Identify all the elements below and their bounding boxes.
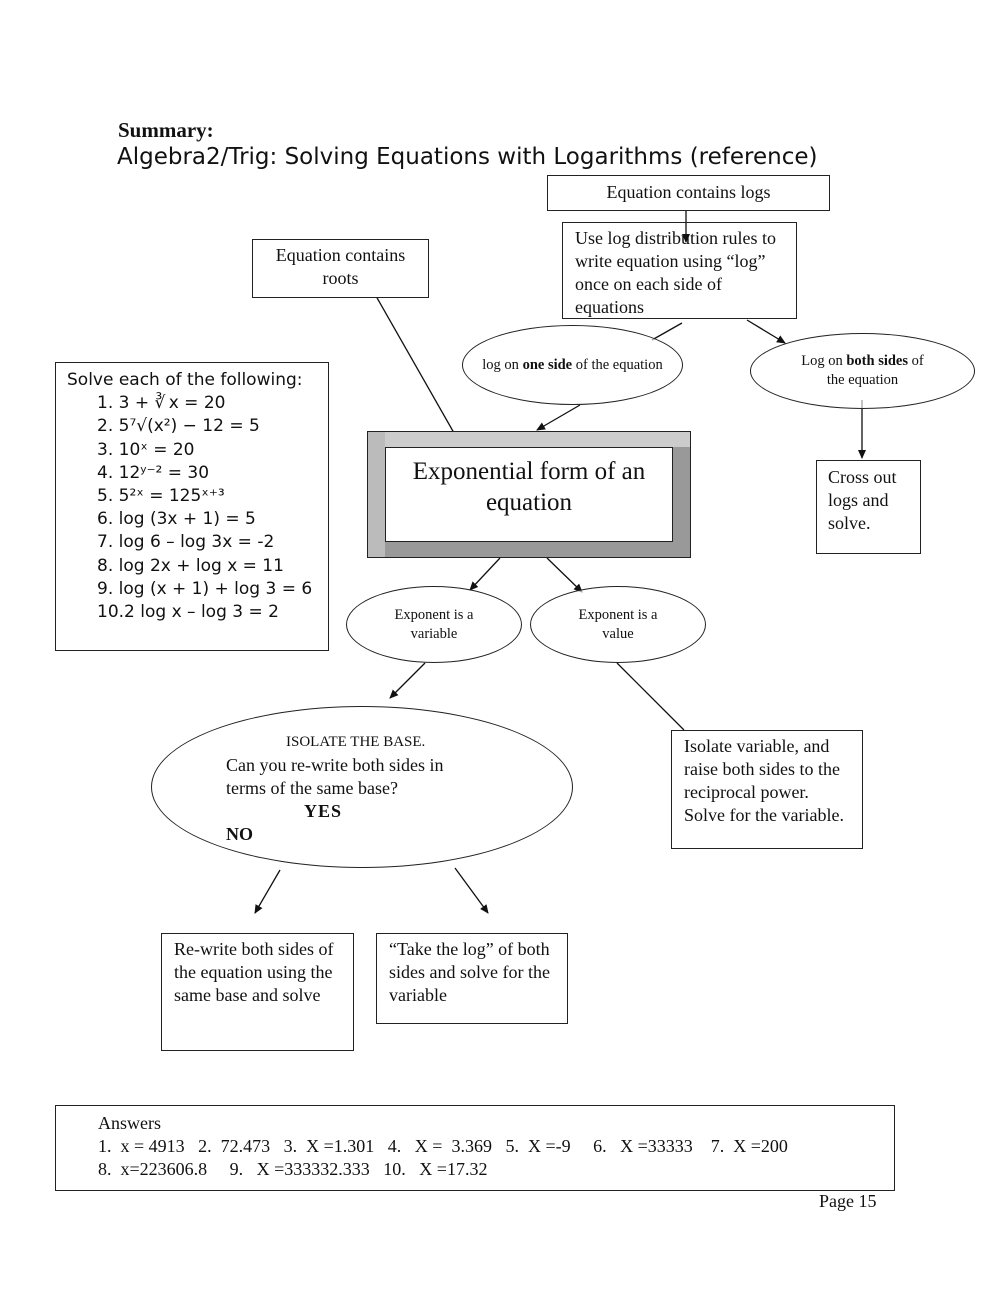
problem-item: 10.2 log x – log 3 = 2 (97, 602, 279, 623)
cross-out-logs-box: Cross out logs and solve. (816, 460, 921, 554)
problems-heading: Solve each of the following: (67, 370, 303, 390)
problem-item: 9. log (x + 1) + log 3 = 6 (97, 578, 313, 599)
problem-item: 1. 3 + ∛ x = 20 (97, 393, 226, 414)
arrow (389, 662, 426, 699)
take-the-log-box: “Take the log” of both sides and solve f… (376, 933, 568, 1024)
both-sides-bold: both sides (846, 353, 909, 369)
answers-line-2: 8. x=223606.8 9. X =333332.333 10. X =17… (98, 1159, 488, 1179)
equation-contains-roots-box: Equation contains roots (252, 239, 429, 298)
equation-contains-logs-box: Equation contains logs (547, 175, 830, 211)
problem-item: 2. 5⁷√(x²) − 12 = 5 (97, 416, 260, 437)
arrow (651, 322, 683, 341)
problem-item: 8. log 2x + log x = 11 (97, 555, 284, 576)
exponent-variable-ellipse: Exponent is a variable (346, 586, 522, 663)
both-sides-text-end: of the equation (826, 353, 924, 388)
rewrite-same-base-box: Re-write both sides of the equation usin… (161, 933, 354, 1051)
no-label: NO (226, 824, 253, 844)
arrow (454, 867, 489, 914)
log-both-sides-ellipse: Log on both sides of the equation (750, 333, 975, 409)
same-base-question: Can you re-write both sides in terms of … (226, 755, 444, 798)
answers-line-1: 1. x = 4913 2. 72.473 3. X =1.301 4. X =… (98, 1136, 788, 1156)
page-title: Algebra2/Trig: Solving Equations with Lo… (117, 144, 818, 170)
arrow (616, 662, 685, 731)
exponent-value-ellipse: Exponent is a value (530, 586, 706, 663)
exponential-form-bevel-box: Exponential form of an equation (367, 431, 691, 558)
summary-label: Summary: (118, 118, 214, 142)
isolate-variable-box: Isolate variable, and raise both sides t… (671, 730, 863, 849)
answers-heading: Answers (98, 1113, 161, 1133)
log-one-side-ellipse: log on one side of the equation (462, 325, 683, 405)
yes-label: YES (304, 801, 343, 821)
answers-box: Answers 1. x = 4913 2. 72.473 3. X =1.30… (55, 1105, 895, 1191)
arrow (375, 295, 463, 448)
problems-list: 1. 3 + ∛ x = 20 2. 5⁷√(x²) − 12 = 5 3. 1… (67, 392, 317, 624)
both-sides-text: Log on (801, 353, 847, 369)
log-distribution-box: Use log distribution rules to write equa… (562, 222, 797, 319)
arrow (546, 557, 583, 593)
isolate-base-heading: ISOLATE THE BASE. (286, 734, 426, 750)
arrow (536, 404, 581, 431)
problem-item: 5. 5²ˣ = 125ˣ⁺³ (97, 486, 225, 507)
problem-item: 6. log (3x + 1) = 5 (97, 509, 256, 530)
isolate-base-ellipse: ISOLATE THE BASE. Can you re-write both … (151, 706, 573, 868)
one-side-text: log on (482, 356, 523, 373)
arrow (469, 557, 501, 591)
exponential-form-label: Exponential form of an equation (385, 447, 673, 542)
arrow (254, 869, 281, 914)
arrow (746, 319, 786, 344)
problem-item: 4. 12ʸ⁻² = 30 (97, 462, 210, 483)
page-number: Page 15 (819, 1191, 877, 1211)
problem-item: 3. 10ˣ = 20 (97, 439, 195, 460)
one-side-bold: one side (522, 356, 573, 373)
problems-box: Solve each of the following: 1. 3 + ∛ x … (55, 362, 329, 651)
one-side-text-end: of the equation (572, 356, 663, 373)
problem-item: 7. log 6 – log 3x = -2 (97, 532, 275, 553)
